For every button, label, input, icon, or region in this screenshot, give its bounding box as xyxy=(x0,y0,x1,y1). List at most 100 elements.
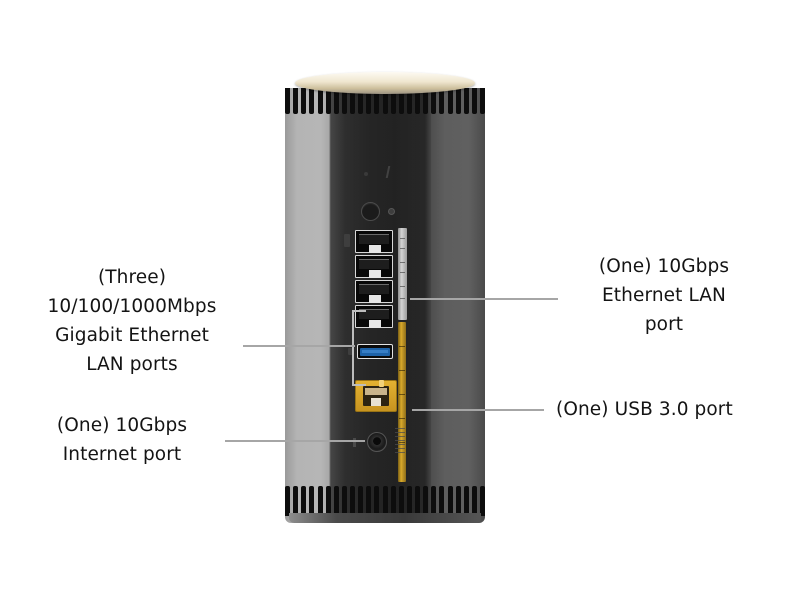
callout-line: (Three) xyxy=(97,267,167,288)
callout-gigabit-lan-ports: (Three) 10/100/1000Mbps Gigabit Ethernet… xyxy=(18,263,246,379)
callout-line: LAN ports xyxy=(86,354,178,375)
power-led-indicator xyxy=(388,208,395,215)
wan-port-interior xyxy=(363,386,389,406)
vent-slot xyxy=(398,88,404,114)
callout-10g-ethernet-lan-port: (One) 10Gbps Ethernet LAN port xyxy=(556,252,772,339)
vent-slot xyxy=(317,88,323,114)
vent-slot xyxy=(325,486,331,516)
status-pinhole xyxy=(364,172,368,176)
ethernet-port-10g-lan[interactable] xyxy=(355,230,393,253)
vent-slot xyxy=(382,88,388,114)
callout-line: (One) 10Gbps xyxy=(598,256,730,277)
vent-slot xyxy=(374,486,380,516)
vent-slot xyxy=(398,486,404,516)
strip-tick xyxy=(399,346,405,347)
router-base-lip xyxy=(289,513,481,523)
bottom-vent-grille xyxy=(285,486,485,516)
vent-slot xyxy=(463,88,469,114)
router-device-illustration xyxy=(285,72,485,523)
legend-tick xyxy=(400,298,405,299)
callout-line: Internet port xyxy=(62,444,182,465)
vent-slot xyxy=(431,486,437,516)
regulatory-print xyxy=(395,428,405,454)
gigabit-lan-leader-line xyxy=(243,345,355,347)
top-cap-plate xyxy=(295,72,475,94)
vent-slot xyxy=(309,486,315,516)
vent-slot xyxy=(423,486,429,516)
vent-slot xyxy=(406,486,412,516)
internet-port-leader-line xyxy=(225,440,365,442)
vent-slot xyxy=(366,88,372,114)
callout-internet-port: (One) 10Gbps Internet port xyxy=(18,411,226,469)
vent-slot xyxy=(382,486,388,516)
vent-slot xyxy=(415,88,420,114)
callout-line: 10/100/1000Mbps xyxy=(47,296,217,317)
vent-slot xyxy=(350,88,355,114)
vent-slot xyxy=(285,88,290,114)
usb-3-port[interactable] xyxy=(357,344,393,359)
legend-tick xyxy=(400,272,405,273)
callout-line: port xyxy=(644,314,684,335)
callout-line: Gigabit Ethernet xyxy=(55,325,209,346)
port-contact-strip xyxy=(359,309,389,319)
vent-slot xyxy=(455,88,461,114)
callout-line: (One) USB 3.0 port xyxy=(556,399,733,420)
vent-slot xyxy=(390,88,396,114)
vent-slot xyxy=(317,486,323,516)
vent-slot xyxy=(325,88,331,114)
vent-slot xyxy=(480,88,485,114)
vent-slot xyxy=(480,486,485,516)
vent-slot xyxy=(301,88,307,114)
wan-led-indicator xyxy=(379,380,384,387)
vent-slot xyxy=(285,486,290,516)
vent-slot xyxy=(439,486,445,516)
gold-accent-strip xyxy=(398,322,406,482)
usb-port-interior xyxy=(360,347,390,356)
vent-slot xyxy=(374,88,380,114)
legend-tick xyxy=(400,248,405,249)
vent-slot xyxy=(309,88,315,114)
callout-usb-port: (One) USB 3.0 port xyxy=(556,395,792,424)
panel-side-clip xyxy=(344,234,350,247)
rear-port-panel xyxy=(343,122,435,492)
vent-slot xyxy=(431,88,437,114)
power-button[interactable] xyxy=(361,202,380,221)
ethernet-port-gigabit-1[interactable] xyxy=(355,255,393,278)
dc-power-jack[interactable] xyxy=(367,432,387,452)
vent-slot xyxy=(333,486,339,516)
lan-10g-leader-line xyxy=(410,298,558,300)
vent-slot xyxy=(350,486,355,516)
callout-line: Ethernet LAN xyxy=(602,285,726,306)
vent-slot xyxy=(423,88,429,114)
vent-slot xyxy=(406,88,412,114)
vent-slot xyxy=(447,88,453,114)
ethernet-port-gigabit-2[interactable] xyxy=(355,280,393,303)
panel-marking xyxy=(385,166,391,178)
power-jack-marking xyxy=(353,438,356,447)
port-contact-strip xyxy=(359,284,389,294)
vent-slot xyxy=(293,486,299,516)
legend-tick xyxy=(400,262,405,263)
vent-slot xyxy=(471,486,477,516)
vent-slot xyxy=(341,88,347,114)
vent-slot xyxy=(471,88,477,114)
gigabit-lan-bracket xyxy=(352,310,366,386)
port-contact-strip xyxy=(359,234,389,244)
vent-slot xyxy=(447,486,453,516)
vent-slot xyxy=(463,486,469,516)
vent-slot xyxy=(341,486,347,516)
strip-tick xyxy=(399,370,405,371)
vent-slot xyxy=(333,88,339,114)
legend-tick xyxy=(400,286,405,287)
vent-slot xyxy=(455,486,461,516)
vent-slot xyxy=(358,486,364,516)
vent-slot xyxy=(366,486,372,516)
vent-slot xyxy=(439,88,445,114)
vent-slot xyxy=(293,88,299,114)
strip-tick xyxy=(399,418,405,419)
usb-leader-line xyxy=(412,409,544,411)
usb-panel-clip xyxy=(348,348,353,355)
silver-port-legend xyxy=(398,228,407,320)
strip-tick xyxy=(399,394,405,395)
